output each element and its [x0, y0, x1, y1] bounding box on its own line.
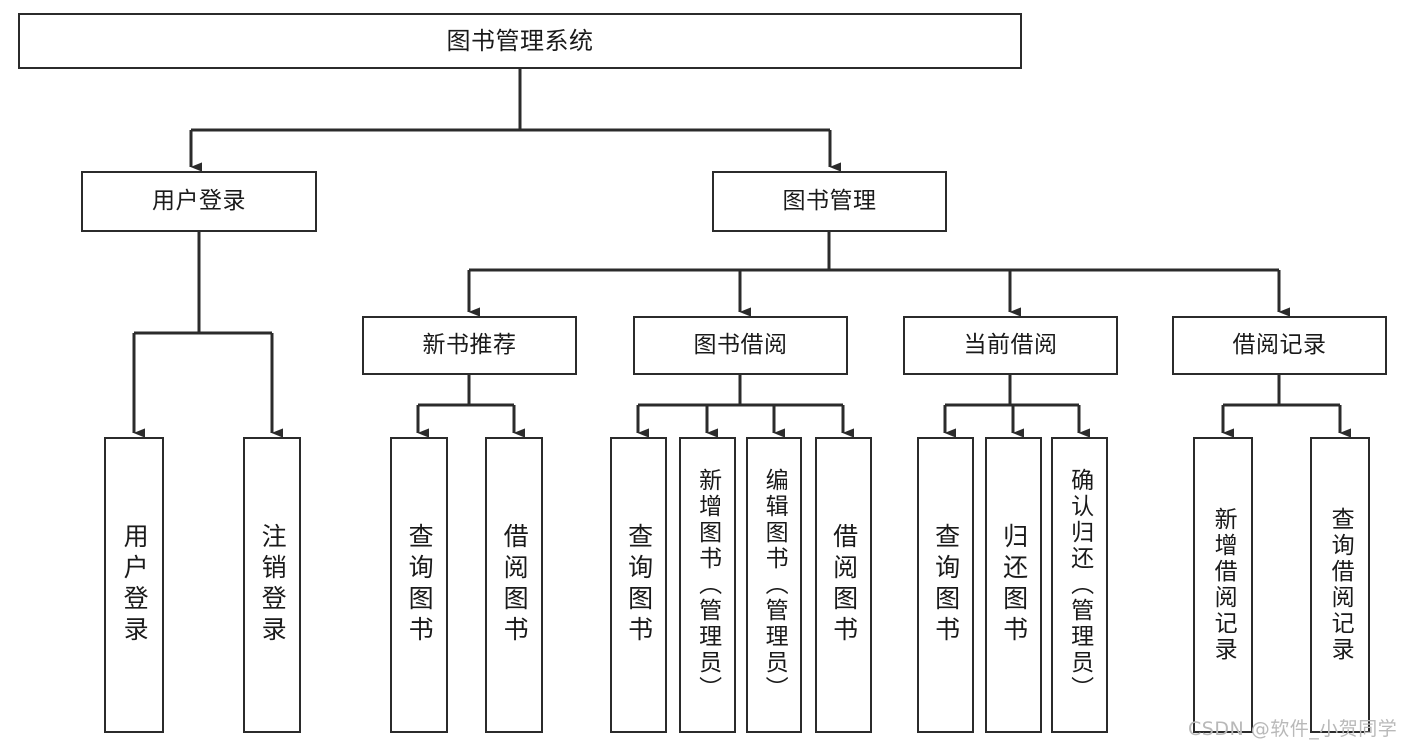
node-leaf-add-record[interactable]: 新增借阅记录 [1193, 437, 1253, 733]
node-leaf-query-record[interactable]: 查询借阅记录 [1310, 437, 1370, 733]
node-leaf-edit-book-admin[interactable]: 编辑图书（管理员） [746, 437, 802, 733]
node-leaf-query-book-3[interactable]: 查询图书 [917, 437, 974, 733]
node-leaf-borrow-book-2[interactable]: 借阅图书 [815, 437, 872, 733]
node-current-borrow-label: 当前借阅 [963, 331, 1058, 358]
node-leaf-add-record-label: 新增借阅记录 [1210, 507, 1237, 663]
node-leaf-add-book-admin-label: 新增图书（管理员） [694, 468, 721, 702]
node-root-label: 图书管理系统 [446, 26, 594, 55]
node-user-login-label: 用户登录 [152, 187, 246, 214]
watermark-text: CSDN @软件_小贺同学 [1188, 718, 1398, 740]
node-leaf-user-login[interactable]: 用户登录 [104, 437, 164, 733]
node-leaf-query-book-3-label: 查询图书 [931, 523, 961, 647]
node-leaf-borrow-book-1[interactable]: 借阅图书 [485, 437, 543, 733]
node-leaf-query-book-1[interactable]: 查询图书 [390, 437, 448, 733]
node-leaf-return-book-label: 归还图书 [999, 523, 1029, 647]
node-leaf-query-book-1-label: 查询图书 [405, 523, 435, 647]
node-leaf-confirm-return[interactable]: 确认归还（管理员） [1051, 437, 1108, 733]
node-new-book-recommend-label: 新书推荐 [422, 331, 517, 358]
node-book-management-label: 图书管理 [782, 187, 877, 214]
node-leaf-query-record-label: 查询借阅记录 [1327, 507, 1354, 663]
node-root[interactable]: 图书管理系统 [18, 13, 1022, 69]
node-user-login[interactable]: 用户登录 [81, 171, 317, 232]
node-leaf-confirm-return-label: 确认归还（管理员） [1066, 468, 1093, 702]
node-borrow-records-label: 借阅记录 [1232, 331, 1327, 358]
node-leaf-add-book-admin[interactable]: 新增图书（管理员） [679, 437, 736, 733]
node-leaf-query-book-2-label: 查询图书 [624, 523, 654, 647]
node-leaf-logout[interactable]: 注销登录 [243, 437, 301, 733]
node-book-management[interactable]: 图书管理 [712, 171, 947, 232]
node-leaf-user-login-label: 用户登录 [120, 523, 150, 647]
node-leaf-edit-book-admin-label: 编辑图书（管理员） [761, 468, 788, 702]
node-leaf-query-book-2[interactable]: 查询图书 [610, 437, 667, 733]
node-borrow-records[interactable]: 借阅记录 [1172, 316, 1387, 375]
node-leaf-logout-label: 注销登录 [258, 523, 288, 647]
node-leaf-return-book[interactable]: 归还图书 [985, 437, 1042, 733]
node-new-book-recommend[interactable]: 新书推荐 [362, 316, 577, 375]
node-current-borrow[interactable]: 当前借阅 [903, 316, 1118, 375]
node-leaf-borrow-book-2-label: 借阅图书 [829, 523, 859, 647]
node-leaf-borrow-book-1-label: 借阅图书 [500, 523, 530, 647]
node-book-borrow-label: 图书借阅 [693, 331, 788, 358]
node-book-borrow[interactable]: 图书借阅 [633, 316, 848, 375]
